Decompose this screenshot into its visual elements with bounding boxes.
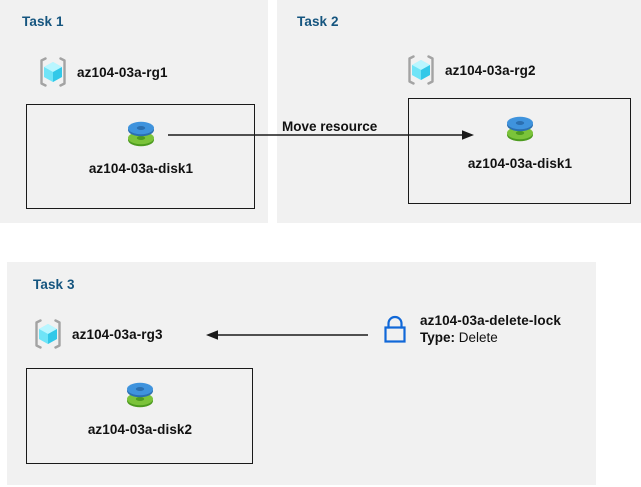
task-3-resource-name: az104-03a-disk2 — [87, 422, 193, 437]
resource-group-icon — [31, 317, 65, 351]
resource-group-icon — [36, 55, 70, 89]
delete-lock-group: az104-03a-delete-lock Type: Delete — [378, 313, 561, 349]
task-3-resource-group: az104-03a-rg3 — [31, 317, 163, 351]
delete-lock-text: az104-03a-delete-lock Type: Delete — [420, 313, 561, 347]
managed-disk-icon — [120, 113, 162, 155]
task-3-resource-box — [26, 368, 253, 464]
task-2-resource-group-name: az104-03a-rg2 — [445, 62, 536, 78]
task-3-resource-group-name: az104-03a-rg3 — [72, 326, 163, 342]
lock-applies-arrow — [206, 330, 368, 340]
task-2-panel — [277, 0, 641, 223]
task-3-title: Task 3 — [33, 277, 75, 292]
delete-lock-type-value: Delete — [458, 329, 498, 345]
task-1-resource: az104-03a-disk1 — [86, 113, 196, 176]
task-3-panel — [7, 262, 596, 485]
task-2-title: Task 2 — [297, 14, 339, 29]
task-1-panel — [0, 0, 268, 223]
managed-disk-icon — [499, 108, 541, 150]
task-2-resource-box — [408, 98, 631, 204]
task-2-resource-name: az104-03a-disk1 — [467, 156, 573, 171]
lock-icon — [378, 313, 412, 349]
task-1-resource-group-name: az104-03a-rg1 — [77, 64, 168, 80]
move-resource-arrow — [168, 130, 474, 140]
task-1-resource-name: az104-03a-disk1 — [88, 161, 194, 176]
managed-disk-icon — [119, 374, 161, 416]
task-1-resource-group: az104-03a-rg1 — [36, 55, 168, 89]
move-resource-label: Move resource — [282, 119, 378, 134]
task-1-resource-box — [26, 104, 255, 209]
task-2-resource-group: az104-03a-rg2 — [404, 53, 536, 87]
delete-lock-name: az104-03a-delete-lock — [420, 313, 561, 328]
delete-lock-type: Type: Delete — [420, 330, 561, 347]
task-2-resource: az104-03a-disk1 — [465, 108, 575, 171]
task-3-resource: az104-03a-disk2 — [85, 374, 195, 437]
resource-group-icon — [404, 53, 438, 87]
delete-lock-type-label: Type: — [420, 329, 456, 345]
task-1-title: Task 1 — [22, 14, 64, 29]
